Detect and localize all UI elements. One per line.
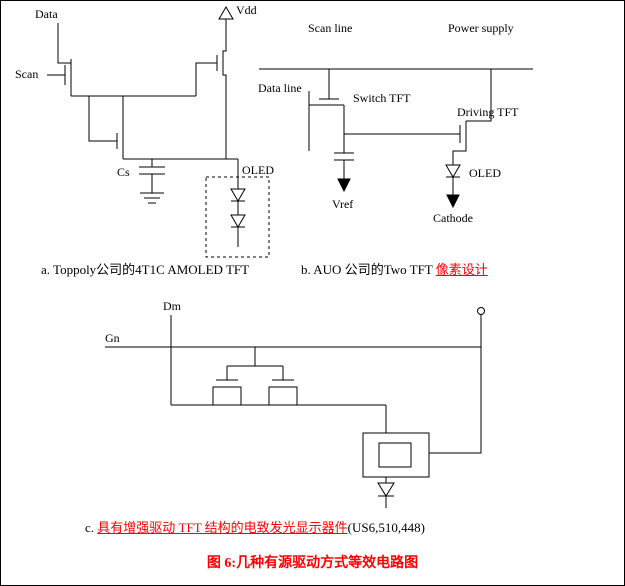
capacitor-icon: [139, 159, 165, 193]
circuit-c-linework: [105, 307, 485, 508]
label-driving-tft: Driving TFT: [457, 105, 519, 119]
label-data-line: Data line: [258, 81, 302, 95]
label-vdd: Vdd: [236, 3, 257, 17]
caption-c-prefix: c.: [85, 520, 98, 535]
oled-diode-stack-icon: [230, 188, 246, 247]
caption-c-suffix: (US6,510,448): [347, 520, 425, 535]
tft2-channel: [268, 386, 298, 405]
ground-icon: [140, 192, 164, 204]
boxed-tft-inner: [378, 442, 412, 468]
caption-c: c. 具有增强驱动 TFT 结构的电致发光显示器件(US6,510,448): [85, 520, 425, 536]
label-gn: Gn: [105, 331, 120, 345]
label-cathode: Cathode: [433, 211, 473, 225]
oled-dashed-box: [205, 176, 270, 258]
vdd-rail-and-drive-channel: [222, 19, 227, 159]
circuit-a-linework: [47, 6, 270, 258]
label-scan-line: Scan line: [308, 21, 353, 35]
terminal-circle-icon: [477, 307, 485, 315]
data-line-wire: [57, 23, 71, 64]
cathode-arrow-icon: [446, 194, 460, 209]
label-dm: Dm: [163, 299, 181, 313]
caption-b-prefix: b. AUO 公司的Two TFT: [301, 262, 436, 277]
tft3-gate-lead: [88, 96, 117, 142]
caption-b-highlight: 像素设计: [435, 262, 488, 277]
right-branch-wire: [429, 315, 482, 454]
label-switch-tft: Switch TFT: [353, 91, 411, 105]
drive-gate-lead: [195, 62, 217, 96]
label-power-supply: Power supply: [448, 21, 514, 35]
vdd-triangle-icon: [218, 6, 234, 20]
label-cs: Cs: [117, 165, 130, 179]
storage-capacitor-icon: [334, 134, 354, 179]
driving-source-wire: [452, 147, 467, 165]
tft1-channel: [212, 386, 242, 405]
vref-arrow-icon: [337, 178, 351, 193]
boxed-tft-outer: [362, 432, 430, 478]
caption-a-text: a. Toppoly公司的4T1C AMOLED TFT: [41, 262, 250, 277]
circuit-b-linework: [259, 68, 533, 209]
label-oled-b: OLED: [469, 166, 501, 180]
label-data: Data: [35, 7, 58, 21]
diode-icon: [377, 482, 395, 508]
label-oled-a: OLED: [242, 163, 274, 177]
label-scan: Scan: [15, 67, 39, 81]
caption-c-highlight: 具有增强驱动 TFT 结构的电致发光显示器件: [97, 520, 348, 535]
caption-b: b. AUO 公司的Two TFT 像素设计: [301, 262, 488, 278]
label-vref: Vref: [332, 197, 354, 211]
oled-diode-icon: [445, 164, 461, 195]
power-supply-wire: [466, 69, 492, 122]
caption-a: a. Toppoly公司的4T1C AMOLED TFT: [41, 262, 249, 278]
figure-title: 图 6:几种有源驱动方式等效电路图: [206, 556, 419, 571]
